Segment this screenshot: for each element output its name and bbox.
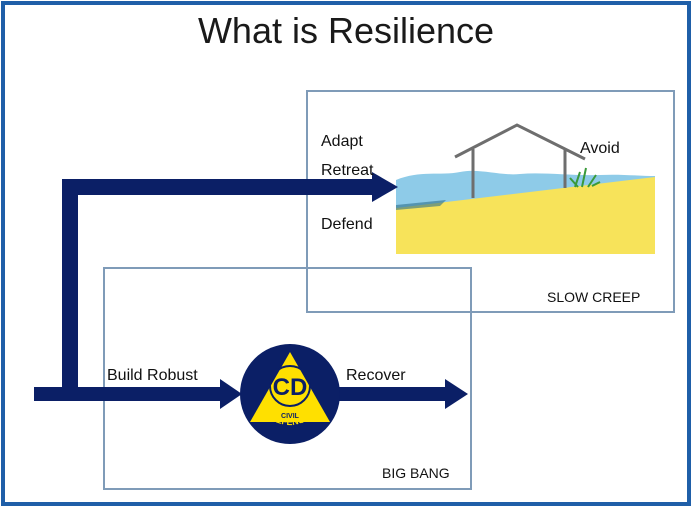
big-bang-label: BIG BANG [382, 465, 450, 481]
label-avoid: Avoid [580, 140, 620, 157]
badge-civil: CIVIL [281, 413, 300, 420]
label-adapt: Adapt [321, 133, 363, 150]
badge-inner-ring [269, 365, 311, 407]
slow-creep-arrow [62, 172, 398, 393]
recover-shaft [336, 387, 448, 401]
house-roof [454, 123, 586, 161]
badge-triangle [250, 352, 330, 422]
coastal-illustration [396, 123, 655, 254]
build-robust-arrowhead [220, 379, 242, 409]
civil-defence-logo: CD CIVIL DEFENCE [240, 344, 340, 444]
badge-defence: DEFENCE [269, 412, 312, 427]
label-recover: Recover [346, 367, 406, 384]
sea-area [396, 170, 655, 210]
slow-creep-arrowhead [372, 172, 398, 202]
grass-icon [569, 167, 601, 188]
slow-creep-box [306, 90, 675, 313]
big-bang-box [103, 267, 472, 490]
recover-arrowhead [445, 379, 468, 409]
slow-creep-label: SLOW CREEP [547, 289, 641, 305]
label-build-robust: Build Robust [107, 367, 198, 384]
shore-line [396, 200, 446, 210]
land-area [396, 177, 655, 254]
page-title: What is Resilience [197, 10, 495, 51]
label-retreat: Retreat [321, 162, 374, 179]
slow-creep-arrow-shaft [62, 179, 375, 393]
build-robust-shaft [34, 387, 224, 401]
big-bang-arrow [34, 379, 468, 409]
badge-letters: CD [273, 374, 308, 401]
label-defend: Defend [321, 216, 373, 233]
